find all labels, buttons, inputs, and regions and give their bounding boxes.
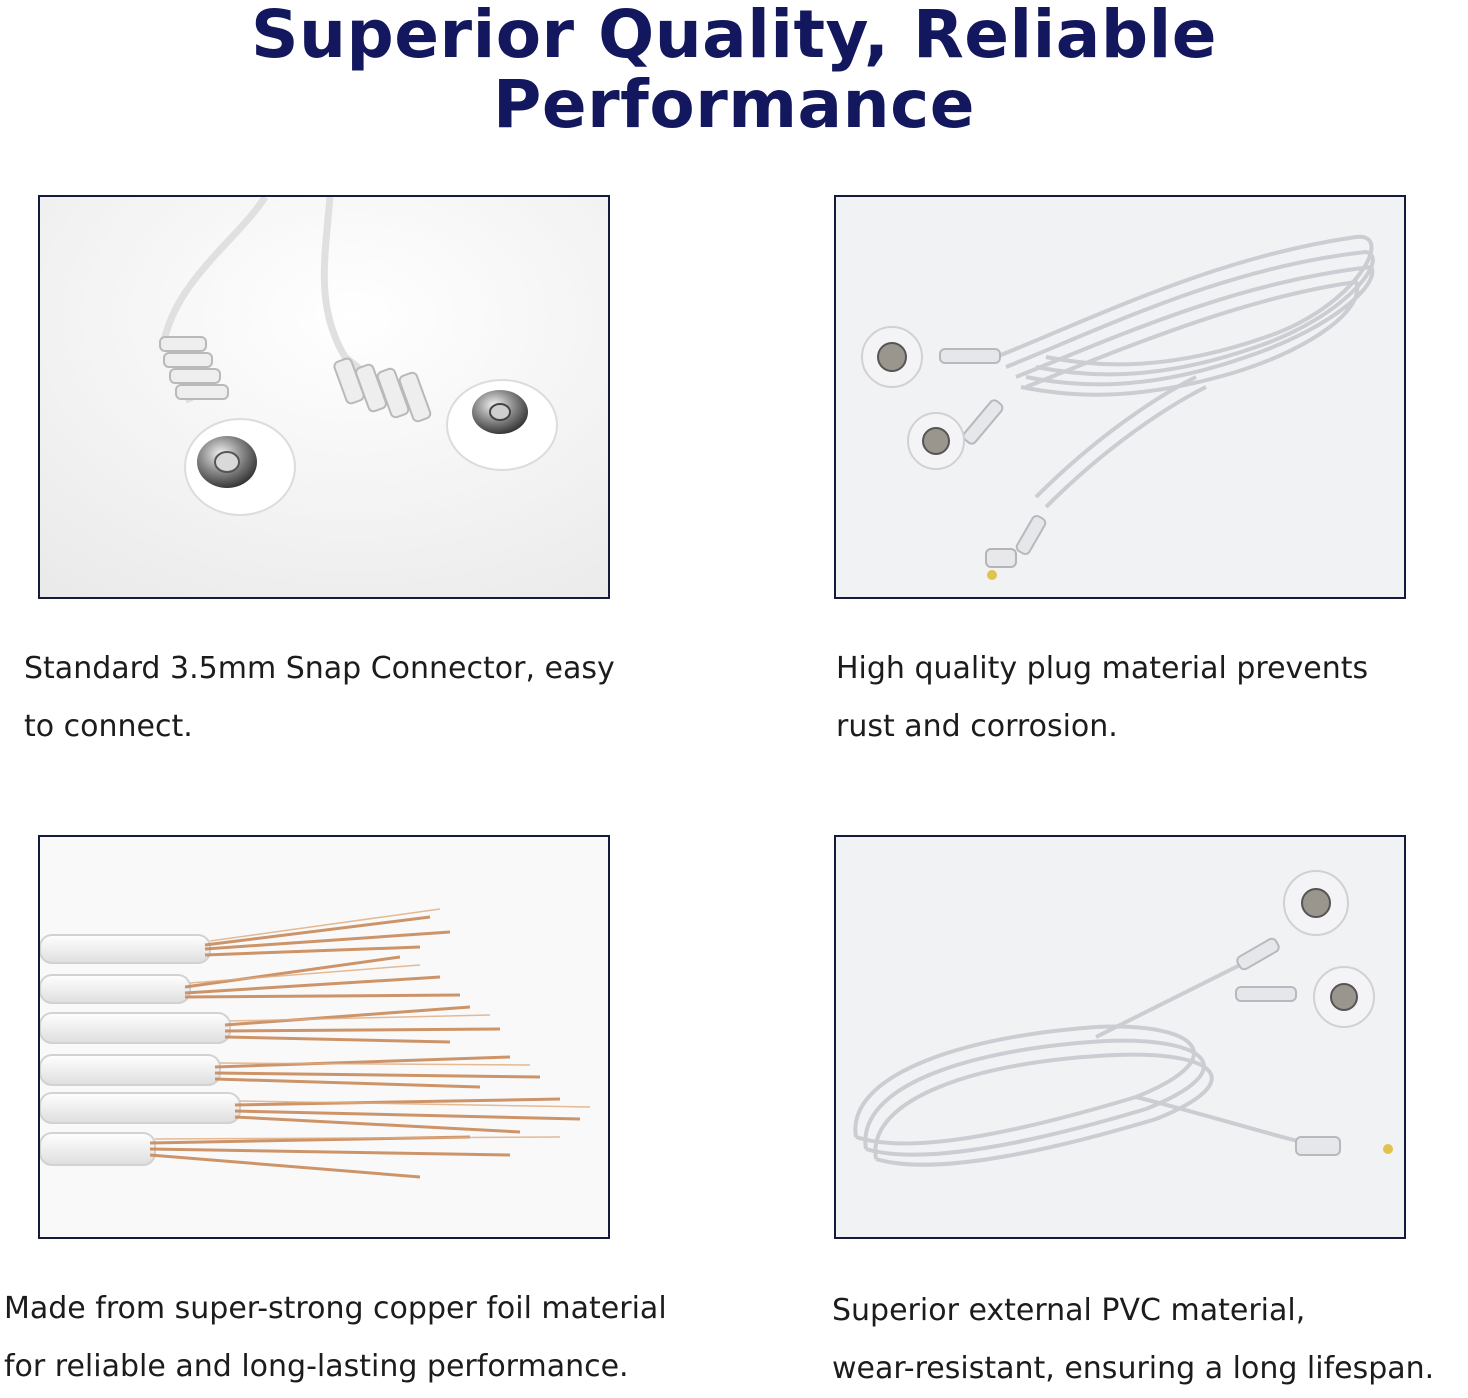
panel-caption-2: High quality plug material prevents rust… [836, 651, 1369, 744]
snap-connector-photo [38, 195, 610, 599]
page-title: Superior Quality, Reliable Performance [251, 0, 1217, 143]
panel-caption-3: Made from super-strong copper foil mater… [4, 1291, 667, 1384]
coiled-lead-wire-photo-2 [834, 835, 1406, 1239]
copper-wire-strands-photo [38, 835, 610, 1239]
panel-caption-1: Standard 3.5mm Snap Connector, easy to c… [24, 651, 615, 744]
coiled-lead-wire-photo [834, 195, 1406, 599]
panel-caption-4: Superior external PVC material, wear-res… [832, 1293, 1435, 1386]
